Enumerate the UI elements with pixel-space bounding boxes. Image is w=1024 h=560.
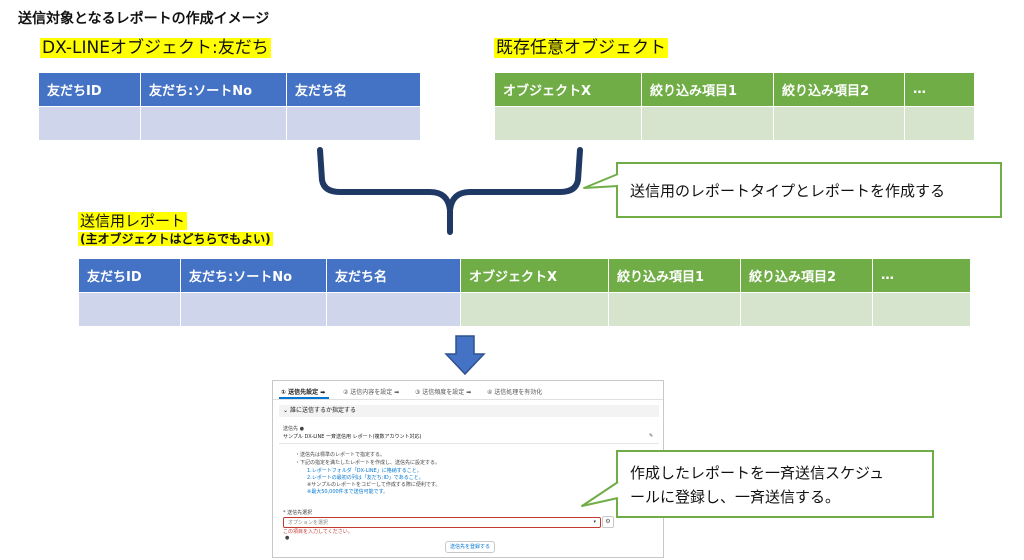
report-table: 友だちID 友だち:ソートNo 友だち名 オブジェクトX 絞り込み項目1 絞り込… [78, 258, 971, 327]
wizard-steps: ① 送信先設定 ➡ ② 送信内容を設定 ➡ ③ 送信頻度を設定 ➡ ④ 送信処理… [273, 381, 663, 400]
kizon-body-cell [494, 106, 642, 141]
dx-line-table: 友だちID 友だち:ソートNo 友だち名 [38, 72, 421, 141]
register-destination-button[interactable]: 送信先を登録する [445, 541, 495, 553]
kizon-body-cell [773, 106, 905, 141]
kizon-header-cell: … [904, 72, 975, 107]
report-header-cell: 友だち:ソートNo [180, 258, 327, 293]
callout-pointer-icon [581, 481, 619, 507]
edit-pencil-icon[interactable]: ✎ [649, 433, 654, 439]
section-title: 誰に送信するか指定する [289, 407, 356, 414]
report-body-cell [740, 292, 873, 327]
section-header[interactable]: ⌄ 誰に送信するか指定する [279, 405, 659, 417]
chevron-down-icon: ▾ [593, 519, 596, 525]
step-frequency[interactable]: ③ 送信頻度を設定 ➡ [415, 389, 472, 396]
report-body-cell [872, 292, 971, 327]
report-header-cell: 友だち名 [326, 258, 461, 293]
report-body-cell [326, 292, 461, 327]
merge-brace-icon [317, 147, 583, 235]
destination-select[interactable]: オプションを選択 ▾ [283, 517, 601, 528]
callout-schedule-line2: ールに登録し、一斉送信する。 [630, 488, 841, 506]
report-sublabel: (主オブジェクトはどちらでもよい) [78, 232, 273, 246]
kizon-header-cell: 絞り込み項目1 [641, 72, 774, 107]
report-header-cell: 絞り込み項目1 [608, 258, 741, 293]
callout-create-report: 送信用のレポートタイプとレポートを作成する [616, 162, 1002, 218]
existing-object-label: 既存任意オブジェクト [494, 38, 668, 58]
note-line: ※最大50,000件まで送信可能です。 [307, 489, 389, 495]
callout-create-report-text: 送信用のレポートタイプとレポートを作成する [630, 182, 946, 200]
report-body-cell [78, 292, 181, 327]
report-header-cell: 友だちID [78, 258, 181, 293]
step-activate[interactable]: ④ 送信処理を有効化 [487, 389, 543, 396]
note-line: ・下記の指定を満たしたレポートを作成し、送信先に設定する。 [295, 460, 441, 466]
select-placeholder: オプションを選択 [288, 520, 329, 526]
schedule-screen-screenshot: ① 送信先設定 ➡ ② 送信内容を設定 ➡ ③ 送信頻度を設定 ➡ ④ 送信処理… [272, 380, 664, 558]
dest-label: 送信先 ● [283, 426, 304, 432]
note-line: ・送信先は標準のレポートで指定する。 [295, 452, 386, 458]
kizon-body-cell [904, 106, 975, 141]
dx-header-cell: 友だち名 [286, 72, 421, 107]
error-text: この項目を入力してください。 [283, 529, 353, 535]
report-body-cell [460, 292, 609, 327]
step-destination[interactable]: ① 送信先設定 ➡ [281, 389, 326, 396]
kizon-header-cell: 絞り込み項目2 [773, 72, 905, 107]
dx-header-cell: 友だちID [38, 72, 141, 107]
report-body-cell [180, 292, 327, 327]
step-content[interactable]: ② 送信内容を設定 ➡ [343, 389, 400, 396]
dx-header-cell: 友だち:ソートNo [140, 72, 287, 107]
note-line: ※サンプルのレポートをコピーして作成する際に便利です。 [307, 482, 441, 488]
info-icon: ● [285, 535, 290, 541]
down-arrow-icon [444, 335, 486, 376]
note-line: 2.レポートの最初の列は「友だち:ID」であること。 [307, 475, 424, 481]
select-label: * 送信先選択 [283, 510, 313, 516]
existing-object-table: オブジェクトX 絞り込み項目1 絞り込み項目2 … [494, 72, 975, 141]
report-body-cell [608, 292, 741, 327]
callout-pointer-icon [583, 173, 619, 189]
dx-line-object-label: DX-LINEオブジェクト:友だち [40, 38, 271, 58]
gear-icon[interactable]: ⚙ [602, 516, 614, 528]
callout-schedule-line1: 作成したレポートを一斉送信スケジュ [630, 464, 884, 482]
report-header-cell: 絞り込み項目2 [740, 258, 873, 293]
note-line: 1.レポートフォルダ「DX-LINE」に格納すること。 [307, 468, 422, 474]
dest-value: サンプル DX-LINE 一斉送信用 レポート(複数アカウント対応) [283, 434, 422, 440]
report-header-cell: オブジェクトX [460, 258, 609, 293]
kizon-header-cell: オブジェクトX [494, 72, 642, 107]
report-header-cell: … [872, 258, 971, 293]
dx-body-cell [140, 106, 287, 141]
dx-body-cell [38, 106, 141, 141]
dx-body-cell [286, 106, 421, 141]
callout-schedule: 作成したレポートを一斉送信スケジュ ールに登録し、一斉送信する。 [616, 450, 934, 518]
active-step-indicator [279, 397, 329, 399]
kizon-body-cell [641, 106, 774, 141]
chevron-down-icon: ⌄ [283, 407, 289, 414]
report-label: 送信用レポート [78, 212, 188, 230]
info-icon: ● [299, 426, 304, 432]
page-title: 送信対象となるレポートの作成イメージ [18, 11, 270, 27]
